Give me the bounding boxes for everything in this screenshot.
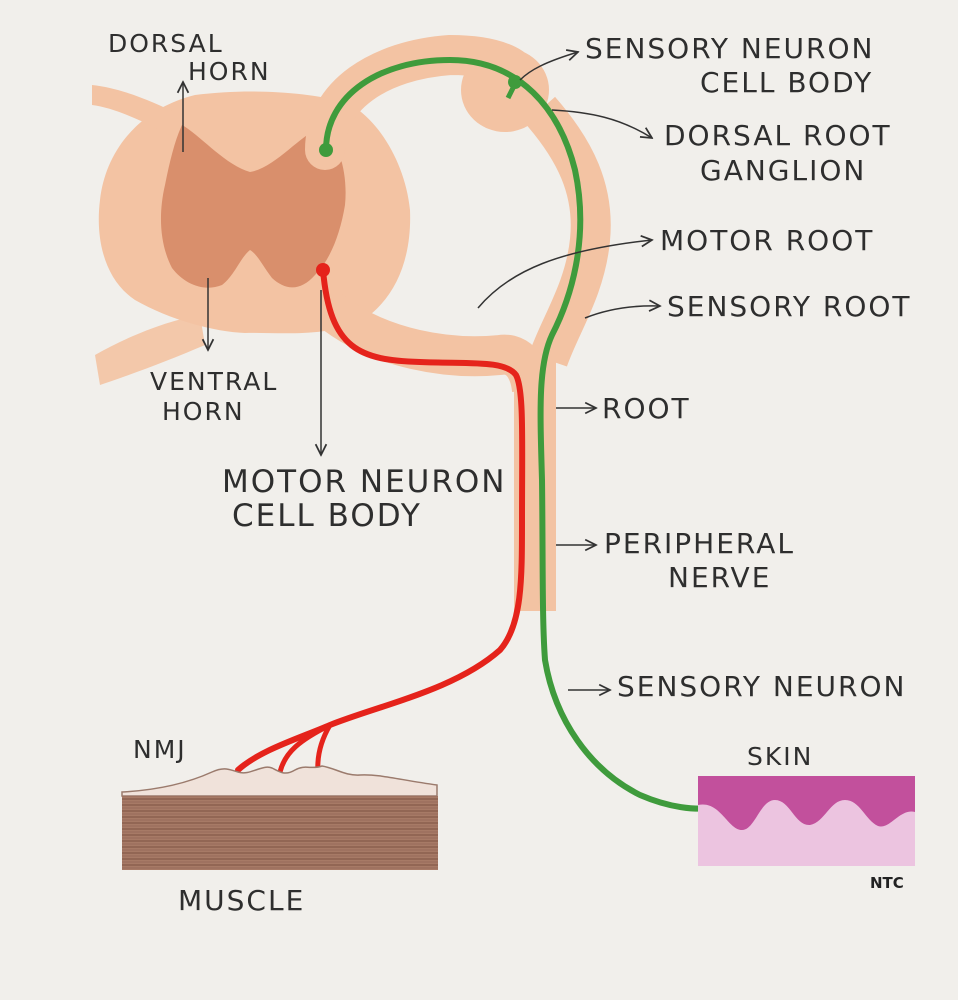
skin xyxy=(698,776,915,866)
skin-epidermis xyxy=(698,776,915,830)
sensory-neuron-cell-body-label-line2: CELL BODY xyxy=(700,66,873,99)
signature-label: NTC xyxy=(870,874,904,892)
nmj-surface xyxy=(121,765,438,797)
dorsal-root-ganglion-label-line2: GANGLION xyxy=(700,154,866,187)
motor-axon xyxy=(235,267,526,773)
motor-root-label: MOTOR ROOT xyxy=(660,224,874,257)
peripheral-nerve-label-line2: NERVE xyxy=(668,561,771,594)
ventral-horn-label-line2: HORN xyxy=(162,397,245,426)
sensory-root-arrow xyxy=(584,306,660,319)
root-label: ROOT xyxy=(602,392,691,425)
motor-neuron-cell-body-label: MOTOR NEURON xyxy=(222,464,506,500)
muscle xyxy=(121,765,438,870)
skin-label: SKIN xyxy=(747,742,813,771)
sensory-neuron-label: SENSORY NEURON xyxy=(617,670,906,703)
sensory-neuron-cell-body-arrow xyxy=(519,52,578,81)
muscle-label: MUSCLE xyxy=(178,884,305,917)
ventral-horn-label: VENTRAL xyxy=(150,367,278,396)
pointer-arrows xyxy=(183,52,660,690)
motor-neuron xyxy=(235,263,526,775)
motor-root-arrow xyxy=(477,240,652,309)
peripheral-nerve-label: PERIPHERAL xyxy=(604,527,795,560)
dorsal-horn-label: DORSAL xyxy=(108,29,224,58)
grey-matter xyxy=(160,125,346,288)
dorsal-root-ganglion-label: DORSAL ROOT xyxy=(664,119,892,152)
motor-neuron-cell-body-dot xyxy=(316,263,330,277)
dorsal-root-ganglion xyxy=(461,48,549,132)
sensory-neuron-cell-body-dot xyxy=(508,75,522,89)
dorsal-root-ganglion-arrow xyxy=(551,109,652,138)
nmj-label: NMJ xyxy=(133,735,187,764)
dorsal-horn-label-line2: HORN xyxy=(188,57,271,86)
sensory-neuron xyxy=(319,56,715,812)
muscle-tissue xyxy=(122,796,438,870)
sensory-terminal-dot xyxy=(319,143,333,157)
motor-neuron-cell-body-label-line2: CELL BODY xyxy=(232,498,422,534)
sensory-axon xyxy=(323,56,715,812)
sensory-root-label: SENSORY ROOT xyxy=(667,290,912,323)
sensory-neuron-cell-body-label: SENSORY NEURON xyxy=(585,32,874,65)
